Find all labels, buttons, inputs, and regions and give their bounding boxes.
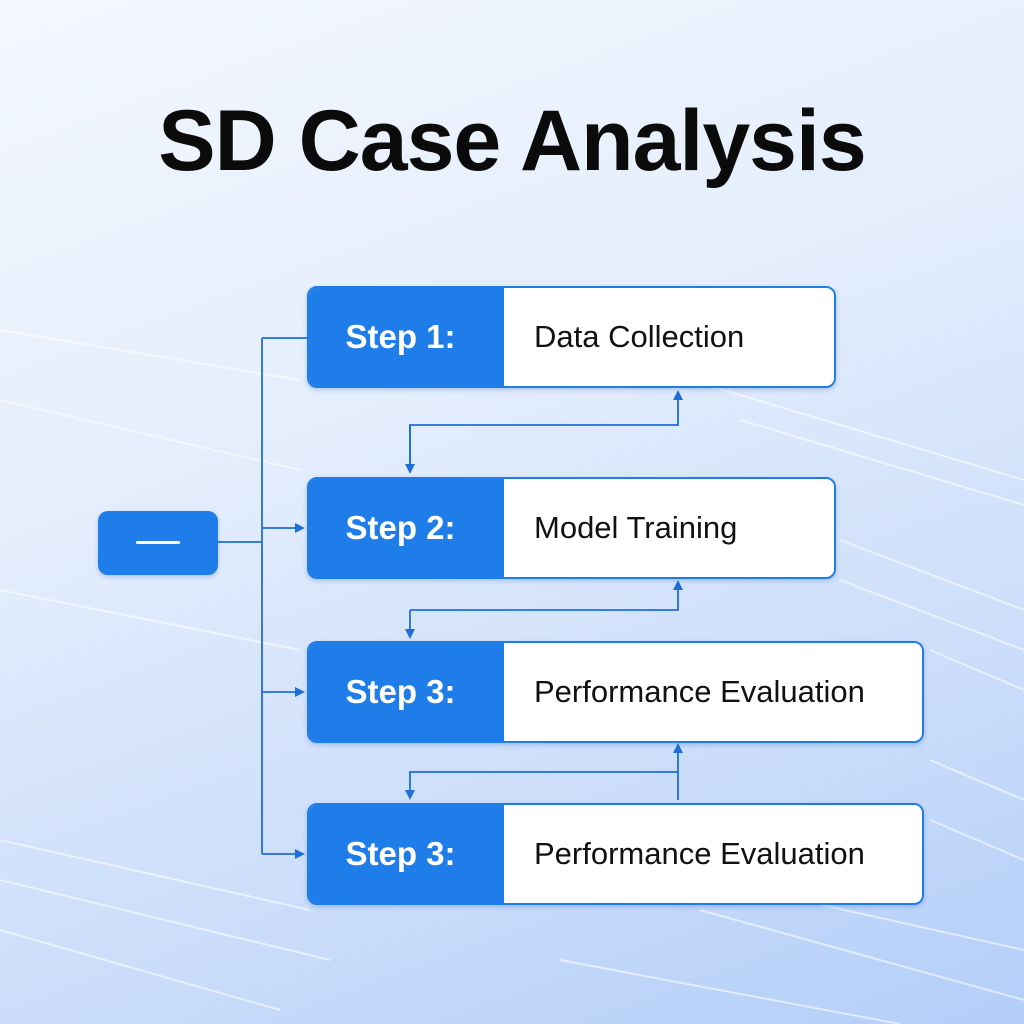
dash-icon	[136, 541, 180, 544]
page-title: SD Case Analysis	[158, 93, 866, 189]
step-text: Data Collection	[504, 288, 834, 386]
start-node[interactable]	[98, 511, 218, 575]
step-label: Step 1:	[309, 288, 504, 386]
loop-1-2	[409, 390, 683, 472]
step-label: Step 3:	[309, 805, 504, 903]
step-text: Performance Evaluation	[504, 643, 922, 741]
step-box-4[interactable]: Step 3: Performance Evaluation	[307, 803, 924, 905]
step-text: Model Training	[504, 479, 834, 577]
step-text: Performance Evaluation	[504, 805, 922, 903]
step-box-2[interactable]: Step 2: Model Training	[307, 477, 836, 579]
step-label: Step 3:	[309, 643, 504, 741]
step-label: Step 2:	[309, 479, 504, 577]
loop-2-3	[410, 580, 683, 611]
step-box-1[interactable]: Step 1: Data Collection	[307, 286, 836, 388]
step-box-3[interactable]: Step 3: Performance Evaluation	[307, 641, 924, 743]
